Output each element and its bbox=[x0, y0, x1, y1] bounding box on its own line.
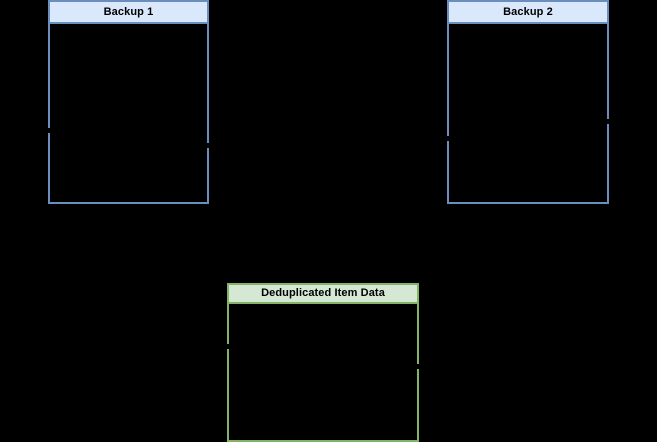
connection-port-left-2[interactable] bbox=[446, 136, 450, 141]
node-deduplicated-item-data-header: Deduplicated Item Data bbox=[227, 283, 419, 304]
node-deduplicated-item-data-title: Deduplicated Item Data bbox=[261, 287, 385, 300]
node-deduplicated-item-data-body bbox=[227, 304, 419, 442]
node-backup-2-title: Backup 2 bbox=[503, 5, 553, 18]
node-backup-2-header: Backup 2 bbox=[447, 0, 609, 24]
connection-port-right-1[interactable] bbox=[606, 119, 610, 124]
node-backup-1-body bbox=[48, 24, 209, 204]
connection-port-left-1[interactable] bbox=[226, 344, 230, 349]
connection-port-right-2[interactable] bbox=[416, 364, 420, 369]
node-deduplicated-item-data[interactable]: Deduplicated Item Data bbox=[226, 283, 420, 442]
connection-port-right-2[interactable] bbox=[206, 143, 210, 148]
node-backup-1[interactable]: Backup 1 bbox=[47, 0, 210, 204]
node-backup-1-header: Backup 1 bbox=[48, 0, 209, 24]
node-backup-1-title: Backup 1 bbox=[103, 5, 154, 18]
node-backup-2-body bbox=[447, 24, 609, 204]
node-backup-2[interactable]: Backup 2 bbox=[446, 0, 610, 204]
connection-port-left-1[interactable] bbox=[47, 128, 51, 133]
